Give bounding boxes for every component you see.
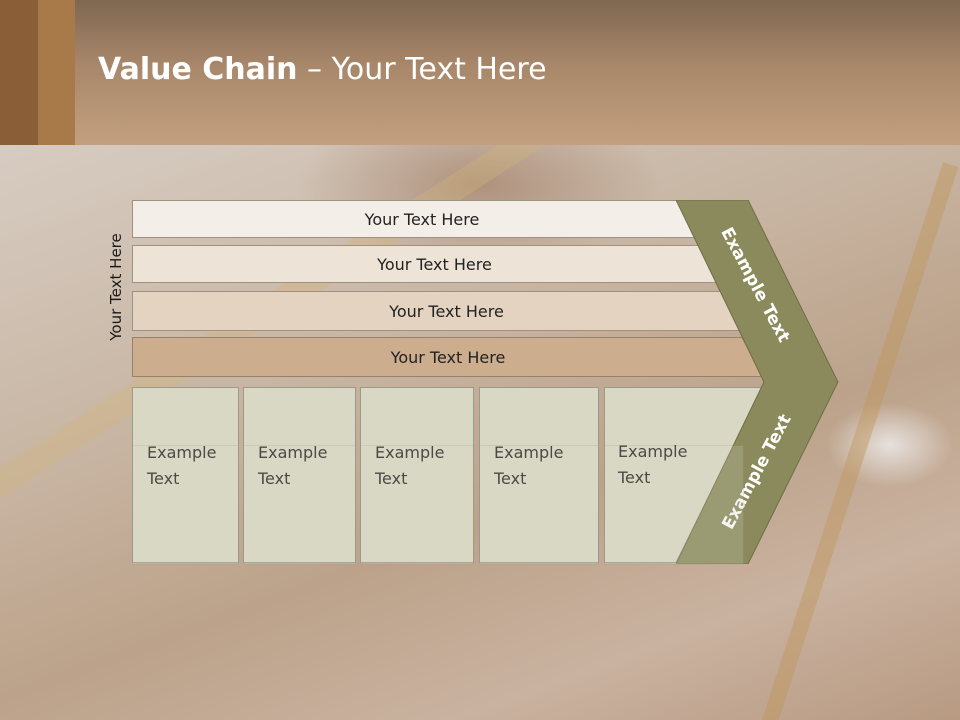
chevron-arrow[interactable] [676,200,840,564]
bar-label: Your Text Here [390,347,506,367]
column-label: Example Text [147,443,217,488]
column-label: Example Text [375,443,445,488]
column-shape [604,387,764,563]
title-bold-text: Value Chain [98,52,298,87]
value-bar-1[interactable]: Your Text Here [132,200,712,238]
bar-label: Your Text Here [377,254,492,274]
side-label[interactable]: Your Text Here [107,233,125,341]
activity-column-5[interactable]: Example Text [604,387,764,563]
column-label: Example Text [258,443,328,488]
bar-label: Your Text Here [389,301,504,321]
activity-column-3[interactable]: Example Text [360,387,474,563]
column-polygon [604,387,764,563]
header-band: Value Chain – Your Text Here [0,0,960,145]
activity-column-4[interactable]: Example Text [479,387,599,563]
value-bar-4[interactable]: Your Text Here [132,337,764,377]
value-bar-3[interactable]: Your Text Here [132,291,761,331]
title-rest-text: – Your Text Here [297,52,547,87]
bar-label: Your Text Here [364,209,480,229]
value-bar-2[interactable]: Your Text Here [132,245,737,283]
column-label: Example Text [618,442,688,487]
slide-title[interactable]: Value Chain – Your Text Here [98,52,547,87]
header-accent [38,0,75,145]
activity-column-1[interactable]: Example Text [132,387,239,563]
chevron-polygon [676,200,839,564]
activity-column-2[interactable]: Example Text [243,387,356,563]
column-label: Example Text [494,443,564,488]
header-accent [0,0,38,145]
